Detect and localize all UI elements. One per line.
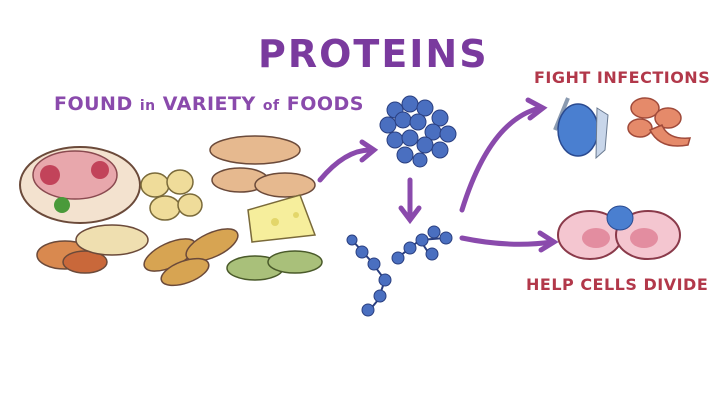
arrows: [317, 97, 559, 253]
subtitle-foods: FOODS: [279, 93, 364, 115]
lobster-icon: [209, 135, 316, 198]
cheese-icon: [247, 194, 317, 243]
pathogen-hydra-icon: [627, 97, 692, 147]
subtitle: FOUND in VARIETY of FOODS: [54, 93, 364, 115]
potatoes-icon: [140, 169, 203, 221]
function-help-cells-divide: HELP CELLS DIVIDE: [526, 275, 709, 294]
subtitle-found: FOUND: [54, 93, 140, 115]
subtitle-variety: VARIETY: [155, 93, 263, 115]
subtitle-in: in: [139, 98, 156, 114]
beans-icon: [36, 224, 149, 274]
dividing-cell-icon: [557, 205, 681, 260]
antibody-warrior-icon: [553, 97, 609, 160]
meat-platter-icon: [19, 146, 141, 224]
almonds-icon: [143, 228, 239, 287]
function-fight-infections: FIGHT INFECTIONS: [534, 68, 711, 87]
subtitle-of: of: [262, 98, 280, 114]
peas-icon: [226, 250, 323, 281]
amino-acid-chain-icon: [346, 225, 453, 317]
page-title: PROTEINS: [258, 32, 489, 76]
folded-protein-icon: [379, 95, 457, 168]
